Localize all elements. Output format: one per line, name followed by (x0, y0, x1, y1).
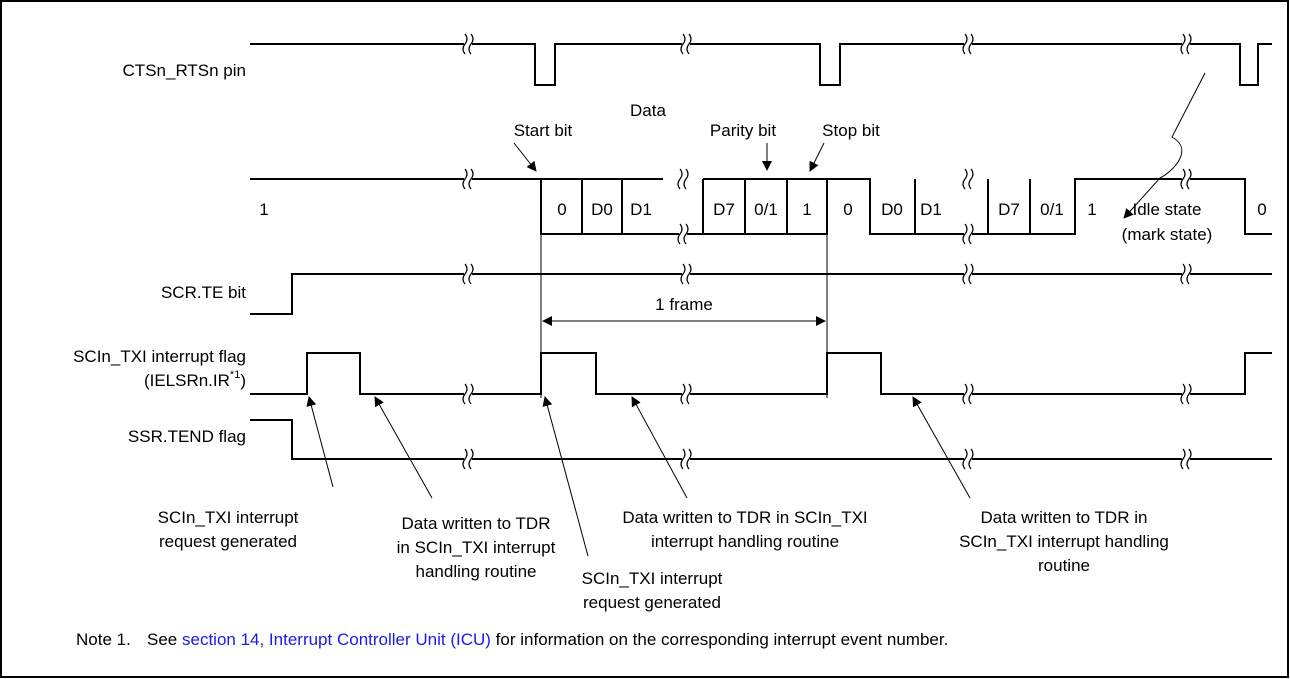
cts-break-4 (1180, 33, 1192, 55)
frame2-d0: D0 (881, 200, 903, 219)
data-label: Data (630, 101, 666, 120)
start-bit-label: Start bit (514, 121, 573, 140)
frame1-parity: 0/1 (754, 200, 778, 219)
txi-req-2-arrow (542, 396, 589, 557)
frame1-d1: D1 (630, 200, 652, 219)
frame2-d1: D1 (920, 200, 942, 219)
tdr-3-line-3: routine (1038, 556, 1090, 575)
final-zero-bit: 0 (1257, 200, 1266, 219)
scr-te-waveform (250, 273, 1272, 315)
frame2-parity: 0/1 (1040, 200, 1064, 219)
frame2-d7: D7 (998, 200, 1020, 219)
note-see: See (147, 630, 177, 649)
tdr-3-arrow (912, 396, 971, 499)
txi-req-1-line-1: SCIn_TXI interrupt (158, 508, 299, 527)
signal-label-ielsr: (IELSRn.IR*1) (144, 369, 246, 390)
tdr-3-line-1: Data written to TDR in (981, 508, 1148, 527)
signal-label-tend: SSR.TEND flag (128, 427, 246, 446)
idle-one-bit: 1 (259, 200, 268, 219)
txi-req-2-line-2: request generated (583, 593, 721, 612)
idle-state-label: Idle state (1133, 200, 1202, 219)
tdr-2-line-1: Data written to TDR in SCIn_TXI (622, 508, 867, 527)
tend-waveform (250, 419, 1272, 460)
mark-state-label: (mark state) (1122, 225, 1213, 244)
note-label: Note 1. (76, 630, 131, 649)
cts-break-1 (462, 33, 474, 55)
cts-waveform (250, 43, 1272, 86)
tdr-1-line-1: Data written to TDR (402, 514, 551, 533)
note-section-link[interactable]: section 14, Interrupt Controller Unit (I… (182, 630, 491, 649)
signal-label-cts: CTSn_RTSn pin (123, 61, 246, 80)
frame1-start-bit: 0 (557, 200, 566, 219)
signal-label-scr-te: SCR.TE bit (161, 283, 246, 302)
frame2-stop: 1 (1087, 200, 1096, 219)
tdr-3-line-2: SCIn_TXI interrupt handling (959, 532, 1169, 551)
txi-flag-waveform (250, 352, 1272, 395)
data-waveform (250, 168, 1272, 245)
tdr-2-arrow (631, 396, 688, 499)
txi-req-2-line-1: SCIn_TXI interrupt (582, 569, 723, 588)
frame1-d7: D7 (713, 200, 735, 219)
stop-bit-arrow (809, 142, 825, 172)
stop-bit-label: Stop bit (822, 121, 880, 140)
tdr-1-line-2: in SCIn_TXI interrupt (397, 538, 556, 557)
cts-break-3 (962, 33, 974, 55)
tdr-1-line-3: handling routine (416, 562, 537, 581)
start-bit-arrow (513, 142, 537, 172)
cts-break-2 (680, 33, 692, 55)
parity-bit-label: Parity bit (710, 121, 776, 140)
one-frame-label: 1 frame (655, 295, 713, 314)
note-rest: for information on the corresponding int… (496, 630, 949, 649)
tdr-1-arrow (374, 396, 433, 499)
signal-label-txi-flag: SCIn_TXI interrupt flag (73, 347, 246, 366)
txi-req-1-arrow (306, 396, 334, 488)
tdr-2-line-2: interrupt handling routine (651, 532, 839, 551)
frame2-start-bit: 0 (843, 200, 852, 219)
frame1-d0: D0 (591, 200, 613, 219)
frame1-stop: 1 (802, 200, 811, 219)
txi-req-1-line-2: request generated (159, 532, 297, 551)
note-text: See section 14, Interrupt Controller Uni… (147, 630, 948, 649)
cts-squiggle-arrow (1123, 72, 1206, 219)
